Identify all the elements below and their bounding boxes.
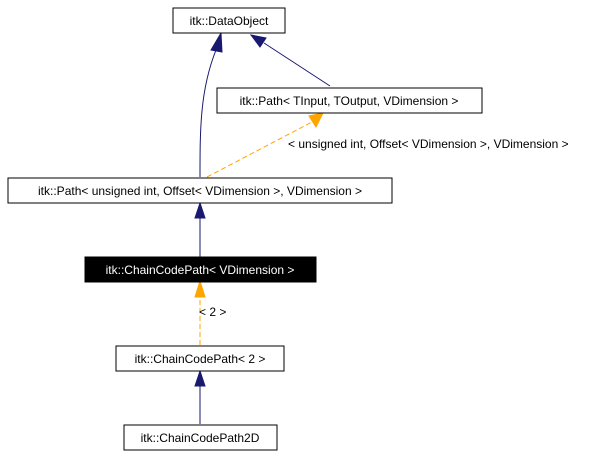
edge-dataobject-to-path-specialized bbox=[199, 49, 217, 178]
node-label: itk::ChainCodePath< VDimension > bbox=[106, 263, 295, 277]
arrowhead-chaincodepath bbox=[194, 279, 206, 298]
edge-label-chain-template-args: < 2 > bbox=[199, 305, 226, 319]
node-label: itk::DataObject bbox=[190, 14, 269, 28]
node-chain-code-path[interactable]: itk::ChainCodePath< VDimension > bbox=[84, 256, 317, 283]
node-path-generic[interactable]: itk::Path< TInput, TOutput, VDimension > bbox=[216, 87, 483, 114]
arrowhead-dataobject-right bbox=[249, 34, 267, 48]
node-label: itk::Path< unsigned int, Offset< VDimens… bbox=[38, 184, 362, 198]
node-chain-code-path-2[interactable]: itk::ChainCodePath< 2 > bbox=[115, 345, 285, 372]
node-chain-code-path-2d[interactable]: itk::ChainCodePath2D bbox=[123, 424, 278, 451]
node-label: itk::Path< TInput, TOutput, VDimension > bbox=[240, 94, 459, 108]
arrowhead-path-generic bbox=[308, 112, 324, 129]
edge-label-path-template-args: < unsigned int, Offset< VDimension >, VD… bbox=[288, 137, 569, 151]
node-data-object[interactable]: itk::DataObject bbox=[172, 7, 286, 34]
node-label: itk::ChainCodePath2D bbox=[141, 431, 260, 445]
arrowhead-path-specialized bbox=[194, 201, 206, 219]
edge-dataobject-to-path-generic bbox=[263, 42, 331, 87]
arrowhead-chaincodepath-2 bbox=[194, 369, 206, 387]
node-label: itk::ChainCodePath< 2 > bbox=[135, 352, 266, 366]
arrowhead-dataobject-left bbox=[210, 31, 223, 53]
node-path-specialized[interactable]: itk::Path< unsigned int, Offset< VDimens… bbox=[7, 177, 393, 204]
edge-path-generic-to-path-specialized bbox=[206, 121, 313, 178]
